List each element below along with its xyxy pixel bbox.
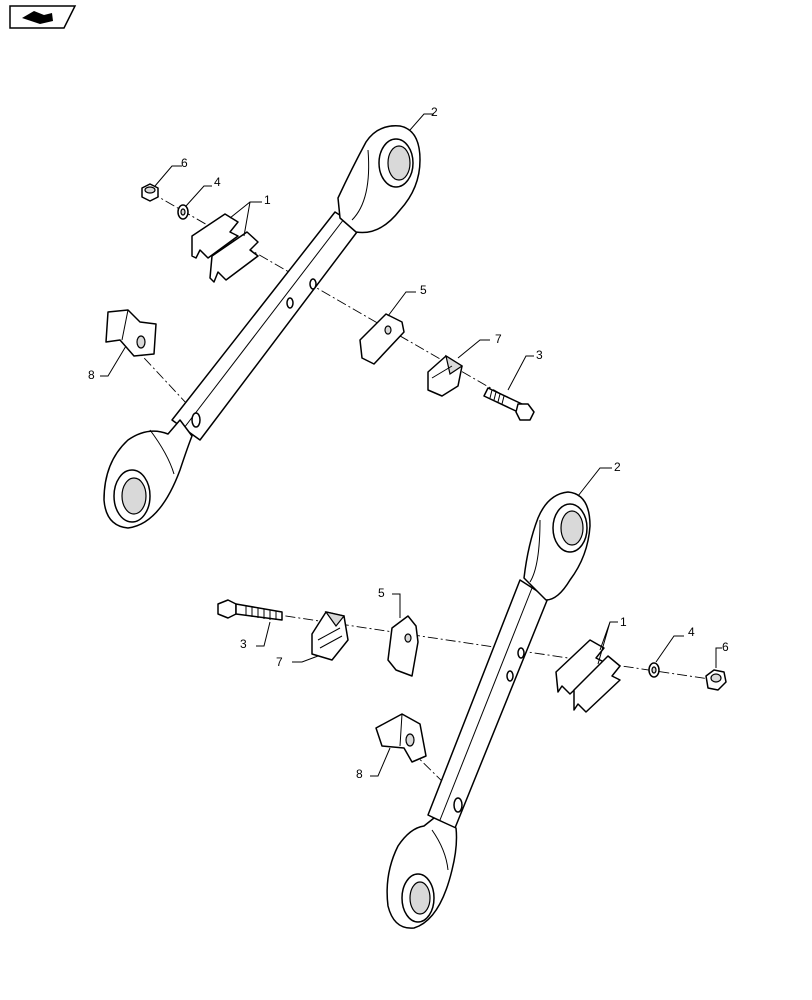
bottom-spacer-block: [311, 611, 349, 661]
bottom-bracket: [375, 713, 427, 763]
callout-top-2: 2: [431, 105, 438, 119]
top-bolt: [483, 387, 535, 421]
callout-top-5: 5: [420, 283, 427, 297]
top-assembly: 2 6 4 1 5 7 3 8: [88, 105, 543, 529]
arrow-sheet-icon[interactable]: [9, 5, 77, 29]
callout-bottom-7: 7: [276, 655, 283, 669]
top-nut: [141, 183, 159, 202]
callout-bottom-6: 6: [722, 640, 729, 654]
callout-top-7: 7: [495, 332, 502, 346]
top-washer: [177, 204, 189, 220]
bottom-assembly: 2 5 1 4 6 3 7 8: [217, 460, 729, 929]
callout-bottom-8: 8: [356, 767, 363, 781]
top-spacer-block: [427, 354, 464, 397]
bottom-washer: [648, 662, 660, 678]
callout-top-6: 6: [181, 156, 188, 170]
bottom-shims: [555, 639, 621, 713]
callout-top-8: 8: [88, 368, 95, 382]
callout-bottom-4: 4: [688, 625, 695, 639]
bottom-clip-plate: [387, 615, 419, 677]
top-link-bar: [103, 125, 421, 529]
bottom-bolt: [217, 599, 283, 621]
callout-bottom-2: 2: [614, 460, 621, 474]
top-shims: [191, 213, 259, 283]
callout-bottom-1: 1: [620, 615, 627, 629]
callout-top-4: 4: [214, 175, 221, 189]
callout-top-1: 1: [264, 193, 271, 207]
top-bracket: [105, 309, 157, 357]
callout-bottom-3: 3: [240, 637, 247, 651]
callout-bottom-5: 5: [378, 586, 385, 600]
top-clip-plate: [359, 313, 405, 365]
bottom-link-bar: [386, 491, 591, 929]
callout-top-3: 3: [536, 348, 543, 362]
bottom-nut: [705, 669, 727, 691]
